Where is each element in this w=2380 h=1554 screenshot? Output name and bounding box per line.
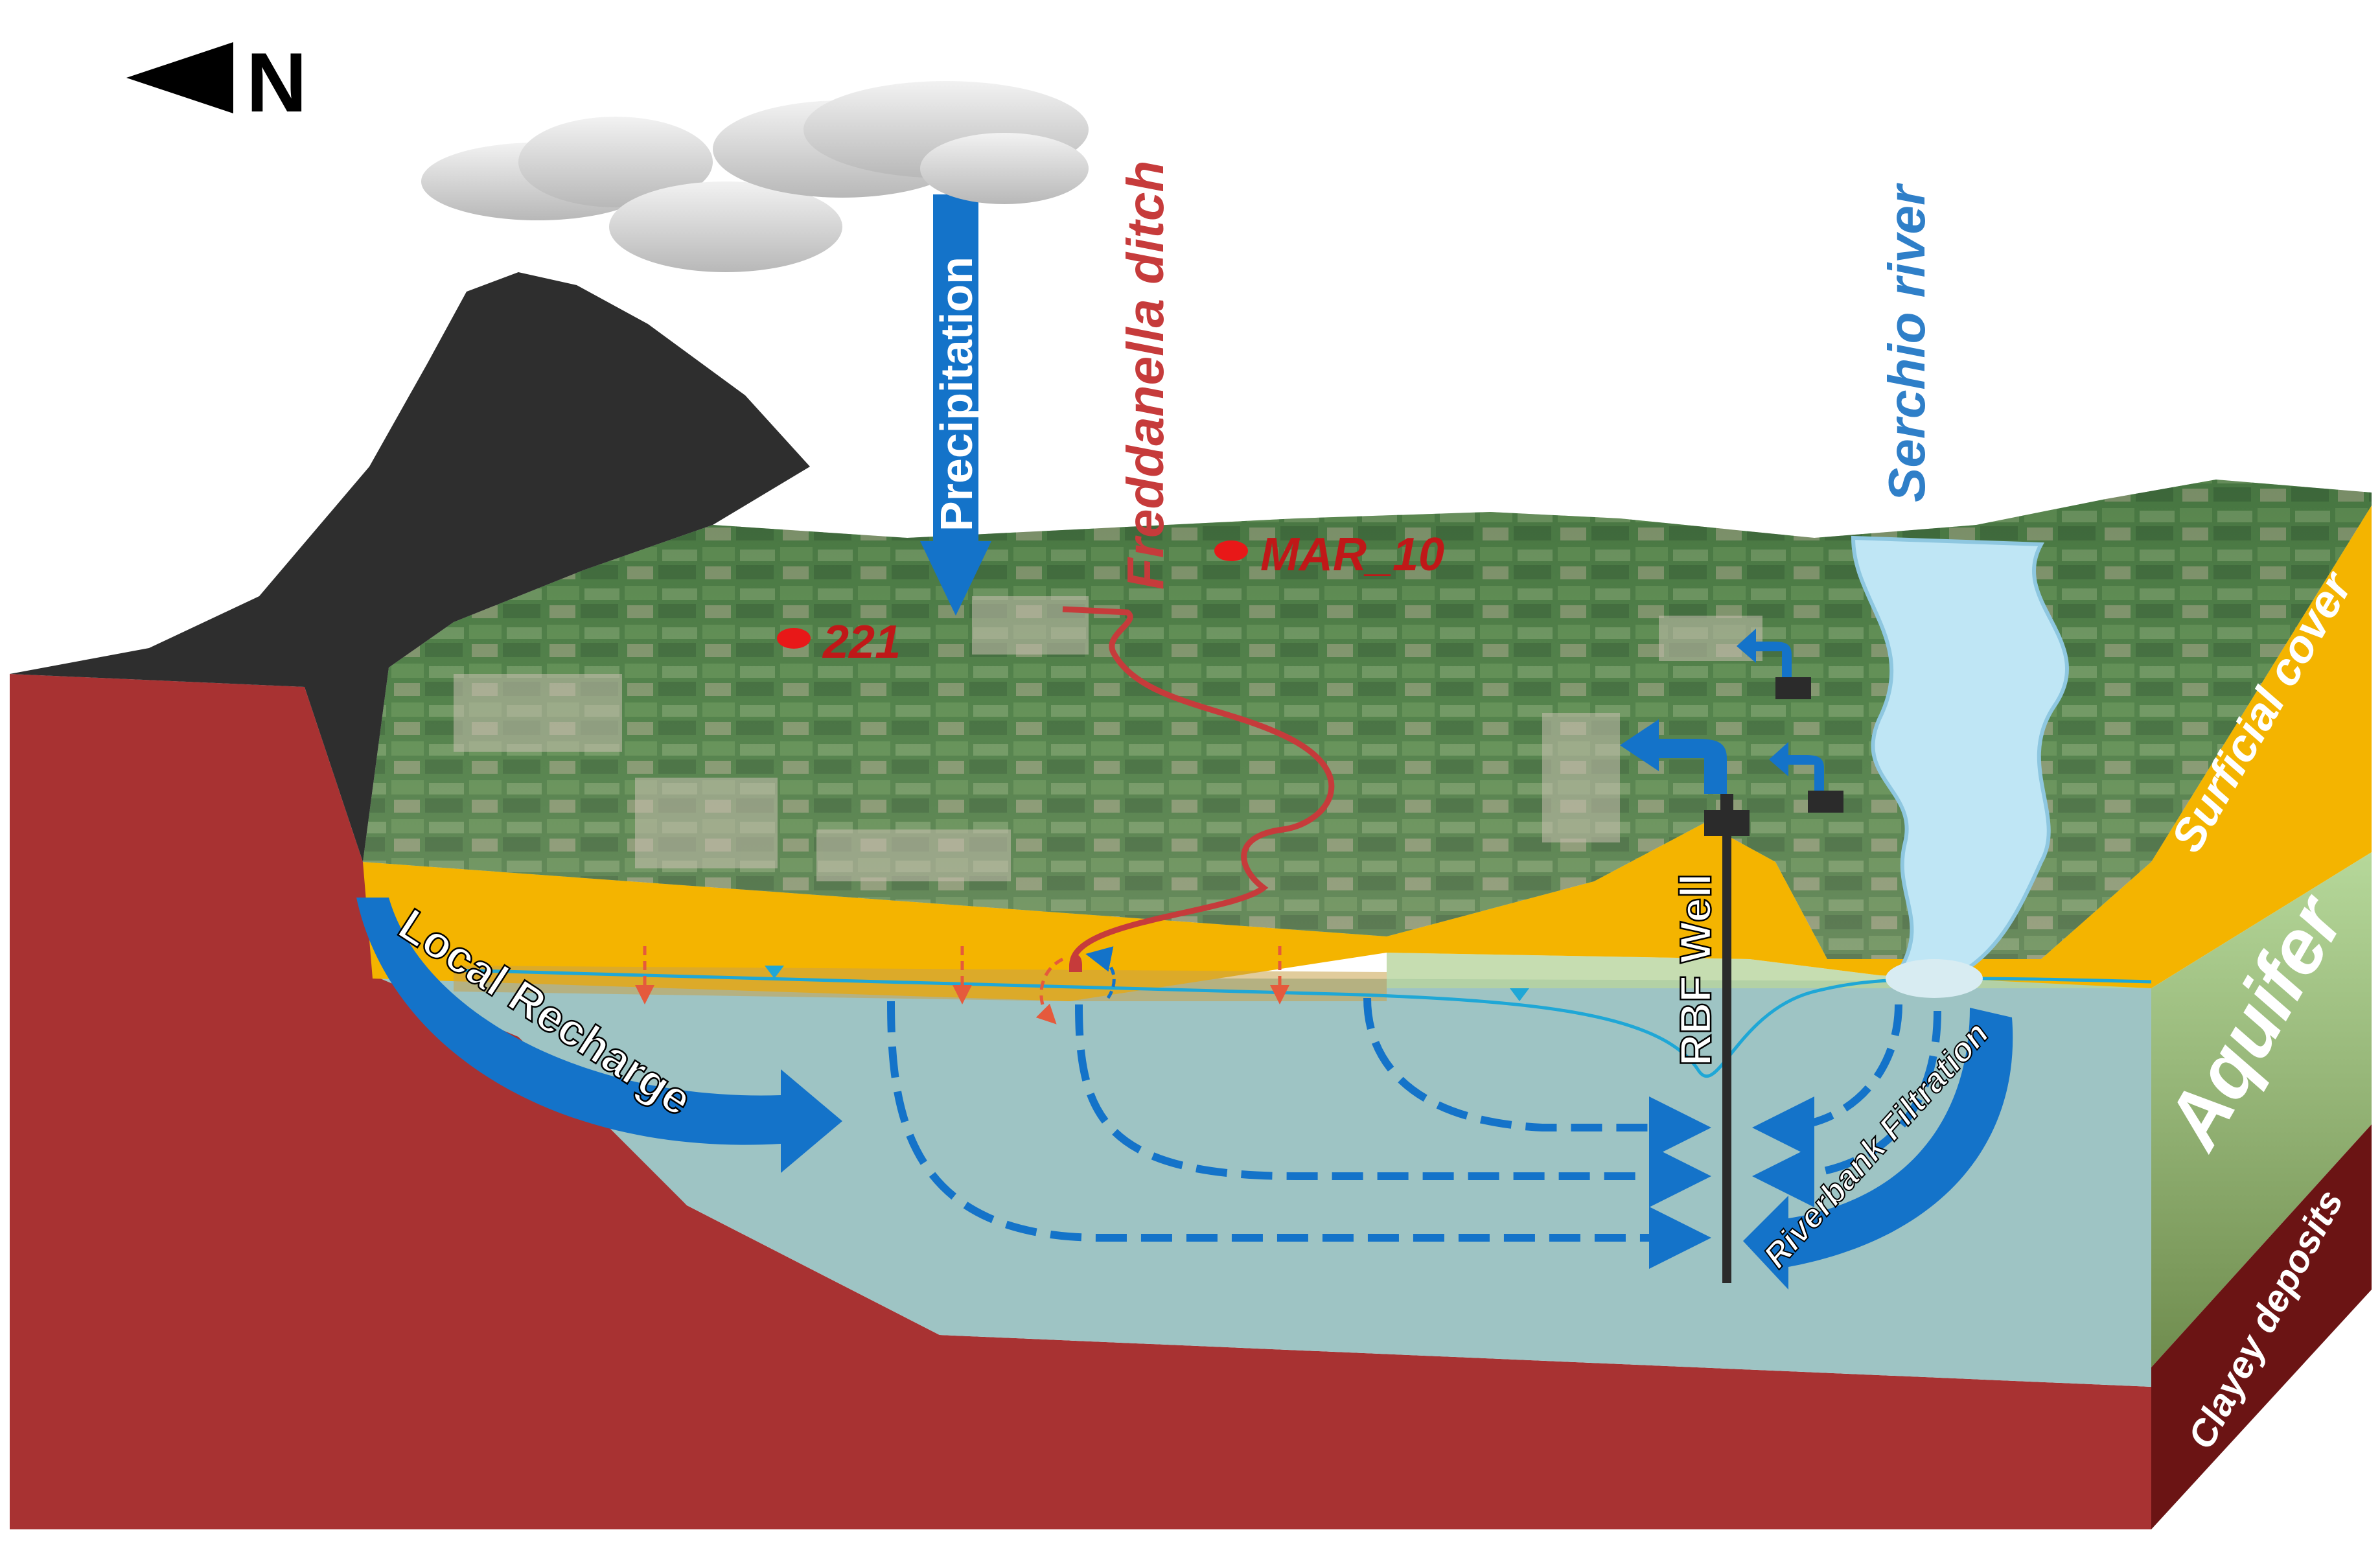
north-label: N (246, 35, 307, 130)
infiltration-arrows (635, 946, 1289, 1025)
freddanella-ditch (1062, 606, 1335, 966)
well-marker-mar10 (1214, 540, 1248, 561)
mountain (10, 272, 810, 862)
aquifer-body (373, 975, 2151, 1387)
groundwater-flow-paths (887, 997, 1941, 1269)
clayey-deposits-side-face (2151, 1124, 2372, 1529)
precipitation-arrow (920, 194, 991, 616)
pump-icon (1737, 629, 1811, 699)
riverbank-filtration-arrow (1743, 1008, 2013, 1290)
ditch-exchange-arrow (1085, 946, 1116, 999)
serchio-river-label: Serchio river (1878, 183, 1935, 502)
rbf-well-label: RBF Well (1671, 874, 1720, 1066)
cloud-icon (421, 81, 1089, 272)
riverbed-seepage-zone (1886, 959, 1983, 998)
well-marker-221 (777, 628, 811, 649)
well-mar10-label: MAR_10 (1260, 529, 1444, 581)
freddanella-ditch-label: Freddanella ditch (1116, 161, 1174, 590)
pump-icon (1620, 719, 1750, 836)
well-221-label: 221 (822, 616, 901, 668)
bedrock-layer (10, 674, 2151, 1529)
surficial-cover-layer (363, 823, 2151, 1001)
local-recharge-arrow (356, 898, 842, 1173)
urban-areas (454, 596, 1762, 881)
north-arrow-icon (126, 42, 233, 113)
water-table-marker-icon (765, 966, 1529, 1001)
aquifer-side-face (2151, 852, 2372, 1367)
rbf-well-casing (1722, 823, 1731, 1283)
ditch-outlet (1069, 955, 1082, 972)
surficial-cover-side-face (2151, 505, 2372, 988)
pump-icon (1769, 742, 1843, 813)
precipitation-label: Precipitation (931, 257, 982, 531)
